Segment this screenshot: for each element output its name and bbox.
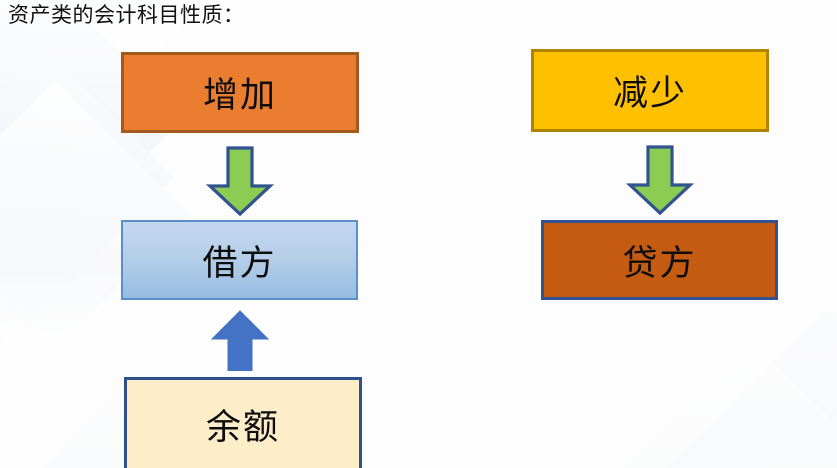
slide-title: 资产类的会计科目性质： bbox=[8, 4, 245, 27]
arrow-up-balance-to-debit bbox=[209, 309, 271, 371]
arrow-down-decrease-to-credit bbox=[626, 145, 694, 216]
node-credit: 贷方 bbox=[541, 220, 778, 300]
node-increase: 增加 bbox=[121, 52, 359, 133]
node-debit: 借方 bbox=[121, 220, 358, 300]
background-ribbon-shape bbox=[589, 340, 837, 468]
node-balance: 余额 bbox=[124, 377, 362, 468]
arrow-down-increase-to-debit bbox=[206, 146, 274, 217]
background-ribbon-shape bbox=[657, 308, 837, 468]
node-decrease: 减少 bbox=[531, 49, 769, 132]
